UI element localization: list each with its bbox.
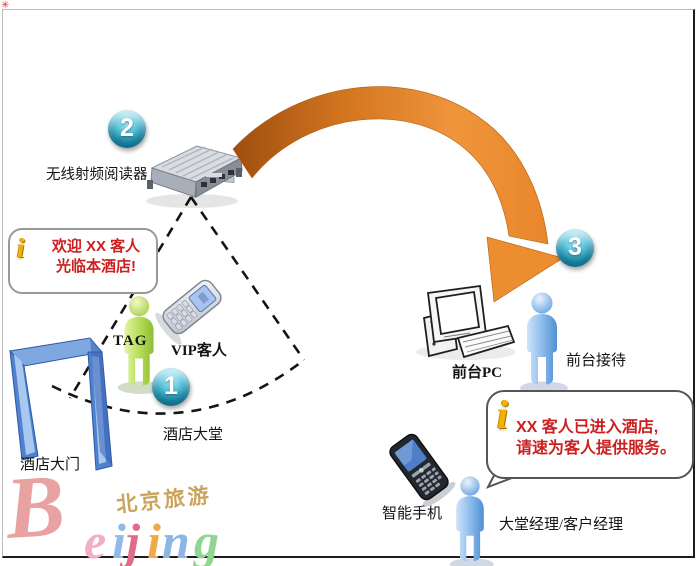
beijing-travel-logo: B e i j i n g 北京旅游 [2,457,254,566]
welcome-callout: i 欢迎 XX 客人 光临本酒店! [8,228,158,294]
alert-callout: i XX 客人已进入酒店, 请速为客人提供服务。 [486,390,694,479]
step-3-badge: 3 [556,229,594,267]
manager-person-figure [449,476,494,566]
lobby-label: 酒店大堂 [163,427,224,443]
logo-letter: n [162,513,190,566]
rf-detection-zone [51,196,306,415]
info-icon: i [17,233,25,263]
logo-letter: i [112,513,126,566]
hotel-gate [8,337,113,471]
tag-label: TAG [113,333,148,349]
rfid-reader-label: 无线射频阅读器 [46,167,148,183]
logo-letter: B [2,457,68,558]
logo-letter: e [84,513,107,566]
frontdesk-person-label: 前台接待 [566,353,627,369]
smartphone-label: 智能手机 [382,506,443,522]
step-1-badge: 1 [152,368,190,406]
vip-guest-label: VIP客人 [171,343,227,359]
logo-letter: g [194,513,219,566]
manager-label: 大堂经理/客户经理 [499,517,624,533]
rfid-reader-device [146,145,243,208]
vip-phone [155,279,222,345]
data-flow-arrow [232,86,564,303]
smartphone-device [389,433,456,507]
welcome-line1: 欢迎 XX 客人 [51,238,141,255]
welcome-callout-text: 欢迎 XX 客人 光临本酒店! [40,237,152,278]
frontdesk-person-figure [520,292,568,395]
step-2-badge: 2 [108,110,146,148]
logo-tagline: 北京旅游 [114,483,213,517]
info-icon: i [497,392,509,437]
frontdesk-pc [416,284,516,360]
welcome-line2: 光临本酒店! [56,258,136,276]
logo-letter: i [147,513,161,566]
alert-callout-text: XX 客人已进入酒店, 请速为客人提供服务。 [516,418,688,460]
alert-line1: XX 客人已进入酒店, [516,419,659,436]
alert-line2: 请速为客人提供服务。 [516,439,677,457]
logo-letter: j [126,513,140,566]
corner-mark-icon: ✳ [1,0,10,11]
frontdesk-pc-label: 前台PC [452,365,502,381]
gate-label: 酒店大门 [20,457,81,473]
